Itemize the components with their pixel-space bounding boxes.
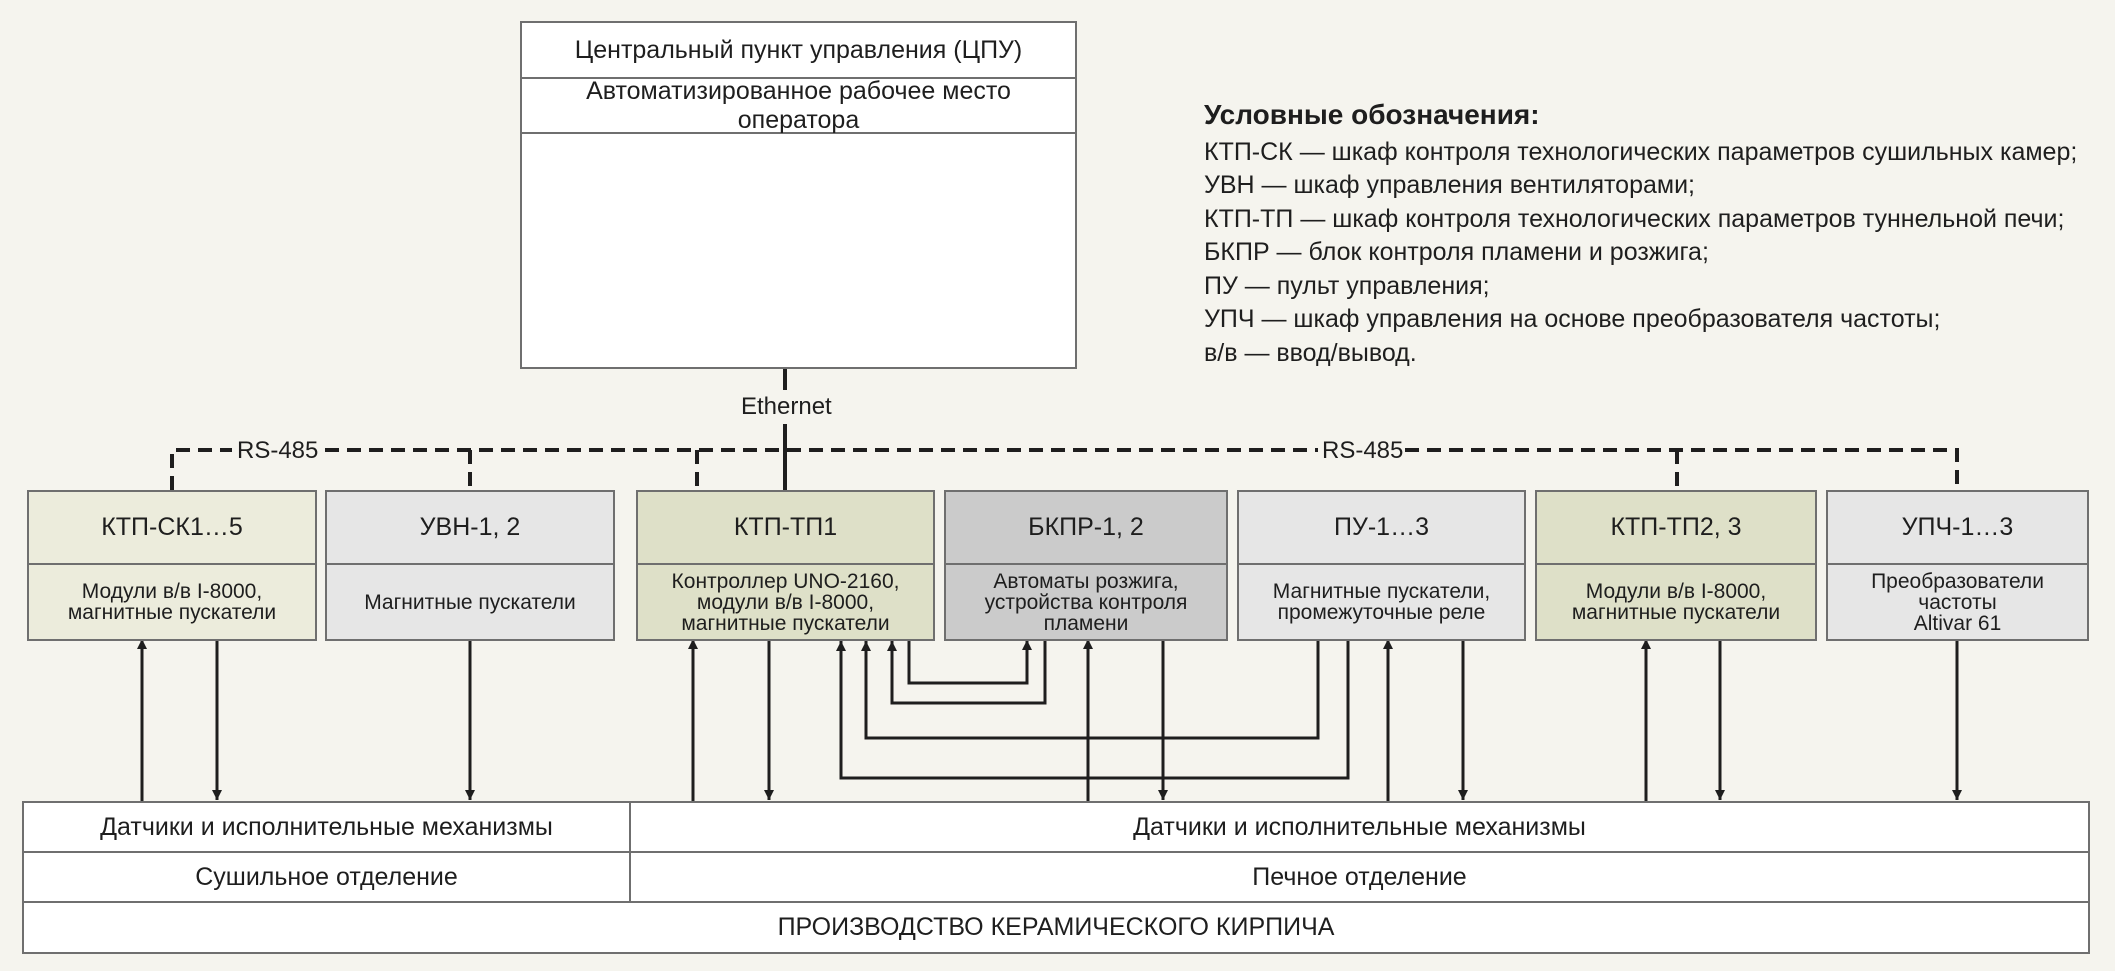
cabinet-upch: УПЧ-1…3 Преобразователи частоты Altivar … <box>1826 490 2089 641</box>
cabinet-title: БКПР-1, 2 <box>946 492 1226 565</box>
sensors-kiln: Датчики и исполнительные механизмы <box>631 803 2088 853</box>
ethernet-label: Ethernet <box>741 393 832 420</box>
cabinet-ktp-tp23: КТП-ТП2, 3 Модули в/в I-8000, магнитные … <box>1535 490 1817 641</box>
link-tp1-bkpr-2 <box>887 640 1047 705</box>
cabinet-description: Магнитные пускатели, промежуточные реле <box>1272 580 1491 624</box>
cabinet-description: Автоматы розжига, устройства контроля пл… <box>984 569 1188 635</box>
rs485-label-left: RS-485 <box>237 437 319 464</box>
rs485-label-right: RS-485 <box>1322 437 1404 464</box>
legend-item: КТП-ТП — шкаф контроля технологических п… <box>1204 204 2065 233</box>
legend-item: УВН — шкаф управления вентиляторами; <box>1204 171 1695 199</box>
dept-drying: Сушильное отделение <box>24 853 631 903</box>
dept-kiln: Печное отделение <box>631 853 2088 903</box>
production-title: ПРОИЗВОДСТВО КЕРАМИЧЕСКОГО КИРПИЧА <box>777 913 1335 941</box>
sensors-drying: Датчики и исполнительные механизмы <box>24 803 631 853</box>
cabinet-title: КТП-ТП2, 3 <box>1537 492 1815 565</box>
legend: Условные обозначения: КТП-СК — шкаф конт… <box>1204 98 2077 370</box>
cpu-title: Центральный пункт управления (ЦПУ) <box>522 23 1075 79</box>
legend-item: БКПР — блок контроля пламени и розжига; <box>1204 238 1709 266</box>
legend-item: УПЧ — шкаф управления на основе преобраз… <box>1204 305 1941 333</box>
link-tp1-pu-1 <box>861 640 1320 740</box>
production-table: Датчики и исполнительные механизмы Датчи… <box>22 801 2090 954</box>
cabinet-title: ПУ-1…3 <box>1239 492 1524 565</box>
cabinet-description: Модули в/в I-8000, магнитные пускатели <box>1571 580 1781 624</box>
field-wiring <box>137 639 1962 801</box>
cabinet-description: Преобразователи частоты Altivar 61 <box>1871 569 2044 635</box>
cabinet-description: Контроллер UNO-2160, модули в/в I-8000, … <box>671 569 900 635</box>
cabinet-title: УПЧ-1…3 <box>1828 492 2087 565</box>
cabinet-ktp-sk: КТП-СК1…5 Модули в/в I-8000, магнитные п… <box>27 490 317 641</box>
legend-item: ПУ — пульт управления; <box>1204 271 1490 300</box>
cabinet-title: УВН-1, 2 <box>327 492 613 565</box>
cabinet-pu: ПУ-1…3 Магнитные пускатели, промежуточны… <box>1237 490 1526 641</box>
legend-item: КТП-СК — шкаф контроля технологических п… <box>1204 137 2078 166</box>
legend-item: в/в — ввод/вывод. <box>1204 338 1417 367</box>
cpu-box: Центральный пункт управления (ЦПУ) Автом… <box>520 21 1077 369</box>
cabinet-title: КТП-СК1…5 <box>29 492 315 565</box>
cabinet-description: Магнитные пускатели <box>364 590 576 614</box>
cabinet-bkpr: БКПР-1, 2 Автоматы розжига, устройства к… <box>944 490 1228 641</box>
cabinet-ktp-tp1: КТП-ТП1 Контроллер UNO-2160, модули в/в … <box>636 490 935 641</box>
link-tp1-bkpr-1 <box>907 640 1032 685</box>
cabinet-title: КТП-ТП1 <box>638 492 933 565</box>
cabinet-uvn: УВН-1, 2 Магнитные пускатели <box>325 490 615 641</box>
link-tp1-pu-2 <box>836 640 1350 780</box>
cpu-subtitle: Автоматизированное рабочее место операто… <box>522 77 1075 134</box>
rs485-bus <box>170 448 1959 490</box>
cabinet-description: Модули в/в I-8000, магнитные пускатели <box>67 580 277 624</box>
legend-title: Условные обозначения: <box>1204 99 1540 130</box>
